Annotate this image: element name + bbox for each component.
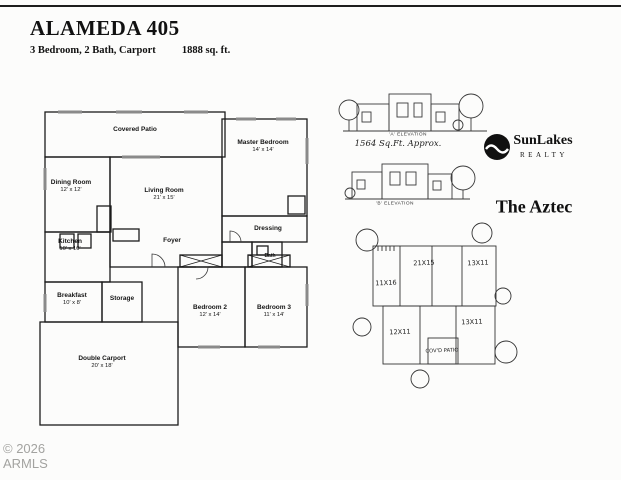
sunlakes-logo-icon	[484, 134, 510, 160]
watermark-year: © 2026	[3, 441, 46, 456]
room-label-breakfast: Breakfast 10' x 8'	[57, 291, 87, 306]
top-border-line	[0, 5, 621, 7]
sketch-covered-patio-label: COV'D PATIO	[425, 347, 459, 355]
armls-watermark: © 2026 ARMLS	[3, 441, 48, 472]
brand-name: SunLakes	[513, 133, 573, 148]
room-label-foyer: Foyer	[163, 237, 181, 245]
left-floorplan-walls	[39, 111, 308, 426]
elevation-a-label: 'A' ELEVATION	[389, 132, 427, 138]
hand-sketch-plan	[352, 222, 518, 389]
room-label-covered-patio: Covered Patio	[113, 126, 157, 134]
document-specs: 3 Bedroom, 2 Bath, Carport 1888 sq. ft.	[30, 45, 256, 56]
brand-subtitle: REALTY	[520, 151, 568, 159]
room-label-kitchen: Kitchen 10' x 10'	[58, 237, 82, 252]
sketch-dim-label: 11X16	[375, 278, 397, 288]
room-label-bedroom-2: Bedroom 2 12' x 14'	[193, 303, 227, 318]
room-label-double-carport: Double Carport 20' x 18'	[78, 354, 126, 369]
door-swings	[151, 230, 242, 280]
elevation-b-label: 'B' ELEVATION	[376, 201, 414, 207]
elevation-b-sketch	[344, 163, 476, 200]
sketch-dim-label: 13X11	[461, 317, 483, 327]
sketch-dim-label: 12X11	[389, 327, 411, 337]
watermark-name: ARMLS	[3, 455, 48, 471]
room-label-bedroom-3: Bedroom 3 11' x 14'	[257, 303, 291, 318]
sketch-dim-label: 21X15	[413, 258, 435, 268]
document-title: ALAMEDA 405	[30, 16, 180, 40]
room-label-storage: Storage	[109, 295, 135, 303]
sqft-text: 1888 sq. ft.	[181, 45, 231, 56]
room-label-dining-room: Dining Room 12' x 12'	[50, 178, 92, 193]
elevation-a-sketch	[338, 93, 487, 132]
sketch-dim-label: 13X11	[467, 258, 489, 268]
room-label-living-room: Living Room 21' x 15'	[144, 186, 184, 201]
window-marks	[43, 110, 309, 349]
room-label-bath: Bath	[264, 253, 276, 259]
room-label-master-bedroom: Master Bedroom 14' x 14'	[237, 138, 289, 153]
room-label-dressing: Dressing	[254, 225, 282, 233]
handwritten-sqft-note: 1564 Sq.Ft. Approx.	[354, 139, 442, 149]
model-name: The Aztec	[495, 196, 573, 217]
specs-text: 3 Bedroom, 2 Bath, Carport	[30, 45, 156, 56]
